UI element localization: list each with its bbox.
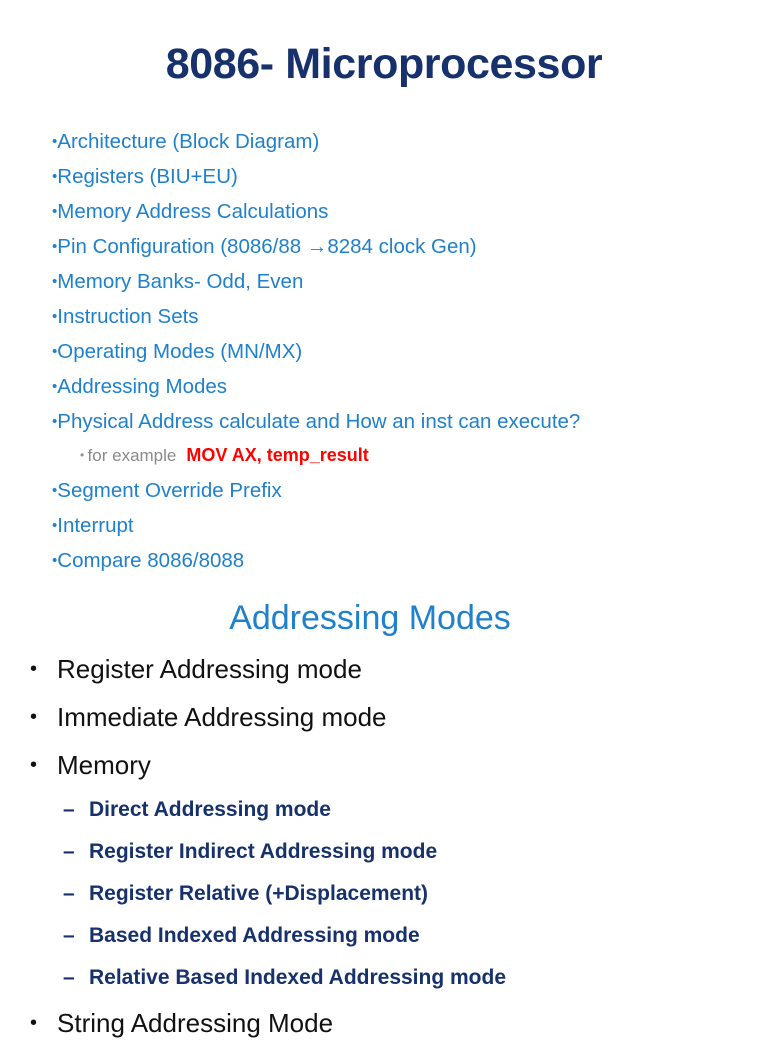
section-heading-addressing-modes: Addressing Modes	[229, 599, 511, 637]
mode-list-item: • Memory	[0, 741, 768, 789]
topic-list-item-label: Architecture (Block Diagram)	[57, 130, 320, 153]
bullet-icon: •	[52, 133, 58, 150]
dash-bullet-icon: –	[63, 966, 75, 989]
mode-sub-list-item: –Direct Addressing mode	[0, 789, 768, 831]
bullet-icon: •	[30, 1012, 38, 1034]
mode-sub-list-item-label: Register Relative (+Displacement)	[89, 882, 429, 905]
mode-sub-list-item: –Register Relative (+Displacement)	[0, 873, 768, 915]
topic-list-item: •Memory Banks- Odd, Even	[52, 264, 742, 299]
example-instruction-code: MOV AX, temp_result	[186, 445, 369, 465]
slide-canvas: 8086- Microprocessor •Architecture (Bloc…	[30, 40, 742, 1038]
topic-list-item-label: Physical Address calculate and How an in…	[57, 410, 581, 433]
bullet-icon: •	[52, 273, 58, 290]
topic-list-item: •Operating Modes (MN/MX)	[52, 334, 742, 369]
bullet-icon: •	[52, 168, 58, 185]
topic-outline-list: •Architecture (Block Diagram)•Registers …	[52, 124, 742, 578]
topic-list-item: •Instruction Sets	[52, 299, 742, 334]
bullet-icon: •	[52, 413, 58, 430]
bullet-icon: •	[52, 343, 58, 360]
mode-sub-list-item: –Register Indirect Addressing mode	[0, 831, 768, 873]
topic-list-item: •Memory Address Calculations	[52, 194, 742, 229]
bullet-icon: •	[52, 308, 58, 325]
topic-list-item: •Registers (BIU+EU)	[52, 159, 742, 194]
topic-list-item: •Physical Address calculate and How an i…	[52, 404, 742, 439]
mode-sub-list-item-label: Relative Based Indexed Addressing mode	[89, 966, 507, 989]
topic-list-item: •Addressing Modes	[52, 369, 742, 404]
mode-list-item-label: Register Addressing mode	[57, 654, 362, 684]
dash-bullet-icon: –	[63, 924, 75, 947]
topic-list-item-label: Addressing Modes	[57, 375, 228, 398]
topic-list-item-label: Instruction Sets	[57, 305, 199, 328]
topic-list-item: •Pin Configuration (8086/88 →8284 clock …	[52, 229, 742, 264]
mode-sub-list-item: –Based Indexed Addressing mode	[0, 915, 768, 957]
sub-bullet-icon: •	[80, 448, 88, 462]
bullet-icon: •	[52, 378, 58, 395]
bullet-icon: •	[52, 482, 58, 499]
topic-list-item-label: Memory Banks- Odd, Even	[57, 270, 304, 293]
topic-list-item-label: Pin Configuration (8086/88 →8284 clock G…	[57, 235, 477, 258]
dash-bullet-icon: –	[63, 882, 75, 905]
topic-list-item-label: Segment Override Prefix	[57, 479, 282, 502]
mode-list-item: • String Addressing Mode	[0, 999, 768, 1047]
topic-list-item-label: Operating Modes (MN/MX)	[57, 340, 303, 363]
topic-list-item: •Interrupt	[52, 508, 742, 543]
bullet-icon: •	[52, 517, 58, 534]
addressing-modes-list: • Register Addressing mode • Immediate Addr…	[0, 645, 768, 1047]
bullet-icon: •	[30, 658, 38, 680]
bullet-icon: •	[52, 203, 58, 220]
mode-list-item-label: String Addressing Mode	[57, 1008, 334, 1038]
dash-bullet-icon: –	[63, 840, 75, 863]
page-title: 8086- Microprocessor	[165, 40, 603, 88]
bullet-icon: •	[52, 238, 58, 255]
mode-list-item-label: Memory	[57, 750, 151, 780]
mode-list-item: • Immediate Addressing mode	[0, 693, 768, 741]
topic-list-item-label: Compare 8086/8088	[57, 549, 245, 572]
mode-sub-list-item-label: Register Indirect Addressing mode	[89, 840, 438, 863]
example-sub-bullet: • for example MOV AX, temp_result	[52, 439, 742, 473]
topic-list-item-label: Interrupt	[57, 514, 134, 537]
example-label: for example	[87, 446, 177, 465]
topic-list-item-label: Memory Address Calculations	[57, 200, 329, 223]
dash-bullet-icon: –	[63, 798, 75, 821]
bullet-icon: •	[30, 706, 38, 728]
bullet-icon: •	[52, 552, 58, 569]
topic-list-item: •Architecture (Block Diagram)	[52, 124, 742, 159]
topic-list-item-label: Registers (BIU+EU)	[57, 165, 238, 188]
mode-sub-list-item-label: Direct Addressing mode	[89, 798, 331, 821]
mode-sub-list-item: –Relative Based Indexed Addressing mode	[0, 957, 768, 999]
bullet-icon: •	[30, 754, 38, 776]
mode-sub-list-item-label: Based Indexed Addressing mode	[89, 924, 420, 947]
mode-list-item-label: Immediate Addressing mode	[57, 702, 387, 732]
mode-list-item: • Register Addressing mode	[0, 645, 768, 693]
topic-list-item: •Compare 8086/8088	[52, 543, 742, 578]
topic-list-item: •Segment Override Prefix	[52, 473, 742, 508]
